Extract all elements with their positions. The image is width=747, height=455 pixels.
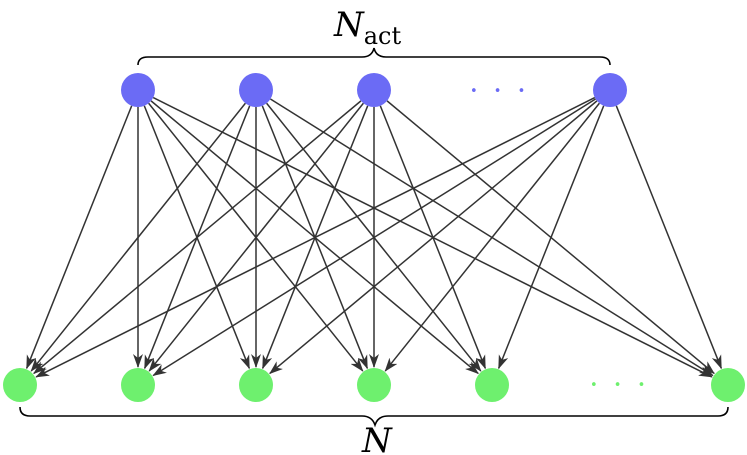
bottom-node-4 bbox=[475, 368, 509, 402]
top-label: Nact bbox=[333, 5, 402, 50]
edge-3-3 bbox=[384, 102, 600, 372]
bottom-node-0 bbox=[3, 368, 37, 402]
top-node-2 bbox=[357, 73, 391, 107]
top-label-subscript: act bbox=[364, 22, 402, 50]
top-node-3 bbox=[593, 73, 627, 107]
top-node-1 bbox=[239, 73, 273, 107]
top-layer bbox=[121, 73, 627, 107]
edge-3-1 bbox=[152, 98, 596, 377]
edges bbox=[25, 96, 723, 378]
bottom-node-3 bbox=[357, 368, 391, 402]
bottom-ellipsis: • • • bbox=[590, 378, 651, 393]
bottom-node-2 bbox=[239, 368, 273, 402]
edge-0-0 bbox=[25, 105, 133, 370]
bottom-brace bbox=[19, 406, 729, 428]
bottom-label: N bbox=[361, 421, 393, 455]
edge-3-2 bbox=[269, 100, 598, 375]
bottom-node-5 bbox=[711, 368, 745, 402]
edge-2-1 bbox=[148, 102, 364, 372]
edge-3-5 bbox=[615, 105, 723, 370]
edge-1-0 bbox=[30, 102, 246, 372]
top-node-0 bbox=[121, 73, 155, 107]
top-label-main: N bbox=[333, 5, 365, 45]
edge-2-0 bbox=[33, 100, 362, 375]
top-ellipsis: • • • bbox=[470, 84, 531, 99]
top-brace bbox=[137, 47, 611, 66]
edge-3-4 bbox=[497, 105, 605, 370]
bottom-node-1 bbox=[121, 368, 155, 402]
edge-3-0 bbox=[35, 96, 596, 378]
bottom-layer bbox=[3, 368, 745, 402]
